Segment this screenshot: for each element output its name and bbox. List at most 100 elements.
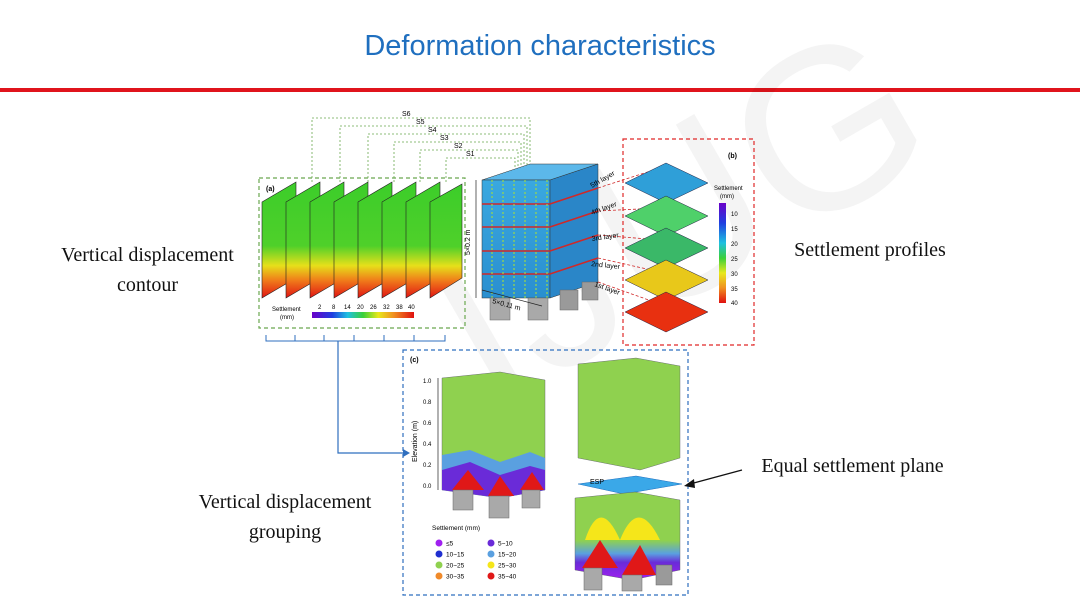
arrow-head <box>403 449 410 457</box>
legend-label: 5~10 <box>498 541 513 548</box>
panel-a-colorbar-ticks: 2 8 14 20 26 32 38 40 <box>318 305 415 311</box>
legend-label: ≤5 <box>446 541 454 548</box>
section-label-s4: S4 <box>428 127 437 134</box>
slide-title: Deformation characteristics <box>364 30 716 62</box>
yellow-dome <box>585 517 660 540</box>
panel-b: (b) 5th layer 4th layer 3rd layer 2nd la… <box>590 138 755 346</box>
label-line-1: Vertical displacement <box>198 491 372 513</box>
layer-surface-4 <box>624 195 709 237</box>
panel-a-colorbar <box>312 312 414 318</box>
panel-b-legend-unit: (mm) <box>720 194 734 200</box>
section-leaders <box>311 117 531 182</box>
colorbar-tick: 10 <box>731 212 738 218</box>
pile <box>452 489 474 511</box>
section-slices <box>261 181 463 299</box>
y-tick: 1.0 <box>423 379 432 385</box>
y-ticks: 1.0 0.8 0.6 0.4 0.2 0.0 <box>423 379 432 490</box>
label-settlement-profiles: Settlement profiles <box>794 239 946 261</box>
pile <box>521 489 541 509</box>
y-tick: 0.4 <box>423 442 432 448</box>
colorbar-tick: 25 <box>731 257 738 263</box>
red-cone <box>622 545 656 575</box>
panel-c-legend-title: Settlement (mm) <box>432 525 480 532</box>
legend-label: 20~25 <box>446 563 465 570</box>
label-vertical-displacement-grouping: Vertical displacement grouping <box>175 487 395 547</box>
y-tick: 0.6 <box>423 421 432 427</box>
layer-surface-2 <box>624 259 709 301</box>
section-label-s2: S2 <box>454 143 463 150</box>
esp-pointer-head <box>684 479 695 488</box>
y-tick: 0.8 <box>423 400 432 406</box>
pile <box>489 297 511 321</box>
section-label-s1: S1 <box>466 151 475 158</box>
colorbar-tick: 35 <box>731 287 738 293</box>
panel-b-colorbar-ticks: 10 15 20 25 30 35 40 <box>731 212 738 307</box>
pile <box>488 495 510 519</box>
colorbar-tick: 20 <box>731 242 738 248</box>
panel-a-tag: (a) <box>266 186 275 193</box>
legend-swatch <box>435 550 443 558</box>
legend-label: 35~40 <box>498 574 517 581</box>
colorbar-tick: 30 <box>731 272 738 278</box>
pile <box>583 567 603 591</box>
panel-a-frame <box>258 177 466 329</box>
legend-label: 15~20 <box>498 552 517 559</box>
legend-swatch <box>487 550 495 558</box>
colorbar-tick: 32 <box>383 305 390 311</box>
legend-swatch <box>435 561 443 569</box>
pile <box>581 281 599 301</box>
red-cone <box>452 470 484 490</box>
colorbar-tick: 2 <box>318 305 322 311</box>
panel-c-tag: (c) <box>410 357 419 364</box>
layer-surface-5 <box>624 162 709 204</box>
legend-swatch <box>435 572 443 580</box>
cube-front <box>481 179 551 299</box>
legend-swatch <box>487 539 495 547</box>
legend-swatch <box>487 561 495 569</box>
layer-label: 2nd layer <box>591 261 621 271</box>
pile <box>559 289 579 311</box>
panel-a-legend-unit: (mm) <box>280 315 294 321</box>
label-line-1: Vertical displacement <box>61 244 234 266</box>
pile <box>527 297 549 321</box>
upper-block <box>577 357 681 471</box>
y-tick: 0.0 <box>423 484 432 490</box>
section-slice <box>429 183 463 299</box>
legend-label: 25~30 <box>498 563 517 570</box>
red-cone <box>520 472 544 490</box>
colorbar-tick: 20 <box>357 305 364 311</box>
panel-b-legend-title: Settlement <box>714 186 743 192</box>
layer-label: 3rd layer <box>591 232 620 243</box>
colorbar-tick: 8 <box>332 305 336 311</box>
panel-b-colorbar <box>719 203 726 303</box>
legend-label: 10~15 <box>446 552 465 559</box>
legend-swatch <box>435 539 443 547</box>
dim-line-horizontal <box>481 289 543 307</box>
esp-pointer-line <box>689 469 743 485</box>
colorbar-tick: 15 <box>731 227 738 233</box>
colorbar-tick: 26 <box>370 305 377 311</box>
panel-b-frame <box>622 138 755 346</box>
layer-surface-3 <box>624 227 709 269</box>
red-cone <box>582 540 618 568</box>
panel-b-tag: (b) <box>728 153 737 160</box>
pile <box>621 574 643 592</box>
legend-swatch <box>487 572 495 580</box>
colorbar-tick: 14 <box>344 305 351 311</box>
esp-plane <box>577 475 683 495</box>
legend-label: 30~35 <box>446 574 465 581</box>
label-line-2: contour <box>116 274 179 296</box>
section-label-s6: S6 <box>402 111 411 118</box>
grouping-arrow <box>337 341 403 454</box>
dim-vertical: 5×0.2 m <box>465 229 472 255</box>
colorbar-tick: 40 <box>408 305 415 311</box>
panel-a: (a) S6 S5 S4 S3 S2 S1 Settlement (m <box>258 111 531 457</box>
layer-lines <box>482 187 599 275</box>
panel-c-legend: ≤5 5~10 10~15 15~20 20~25 25~30 30~35 35~40 <box>435 539 517 581</box>
y-tick: 0.2 <box>423 463 432 469</box>
title-divider <box>0 88 1080 92</box>
panel-c-frame <box>402 349 689 596</box>
specimen-cube: 5×0.2 m 5×0.11 m <box>465 163 599 321</box>
esp-label: ESP <box>590 479 604 486</box>
colorbar-tick: 38 <box>396 305 403 311</box>
